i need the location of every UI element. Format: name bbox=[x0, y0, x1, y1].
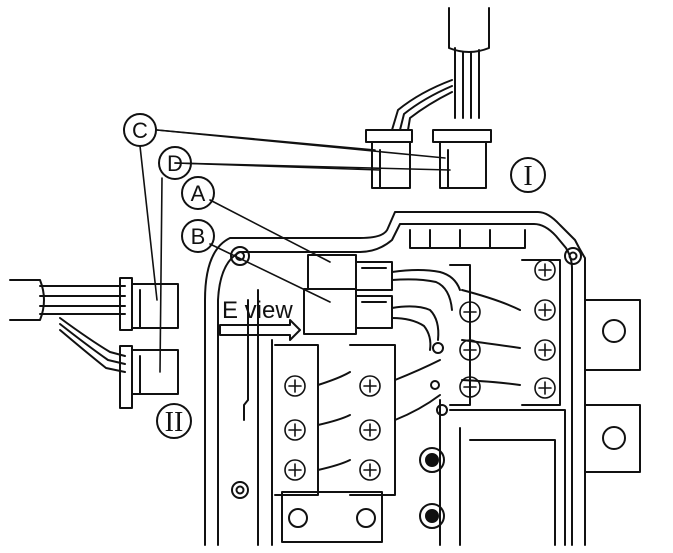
callout-d-label: D bbox=[167, 151, 183, 176]
top-cable bbox=[391, 7, 490, 131]
connector-pair-left bbox=[119, 277, 179, 409]
enclosure bbox=[204, 211, 586, 546]
left-cable bbox=[9, 279, 126, 373]
terminal-block-left bbox=[274, 344, 441, 496]
right-mounting-tabs bbox=[584, 299, 641, 473]
screw-terminals-left bbox=[284, 375, 381, 481]
callout-roman-one-label: I bbox=[523, 161, 532, 192]
connector-pair-top bbox=[365, 129, 492, 189]
screw-terminals-right bbox=[459, 259, 556, 399]
e-view-label: E view bbox=[222, 297, 293, 324]
callout-a-label: A bbox=[191, 181, 206, 206]
callout-c-label: C bbox=[132, 118, 148, 143]
callout-roman-two-label: II bbox=[165, 407, 184, 438]
callout-b-label: B bbox=[191, 224, 206, 249]
callout-circles bbox=[123, 113, 546, 439]
e-view-arrow bbox=[219, 319, 301, 341]
terminal-block-right bbox=[449, 259, 561, 406]
bottom-terminal-bar bbox=[281, 342, 448, 543]
connector-a-b bbox=[303, 254, 461, 351]
